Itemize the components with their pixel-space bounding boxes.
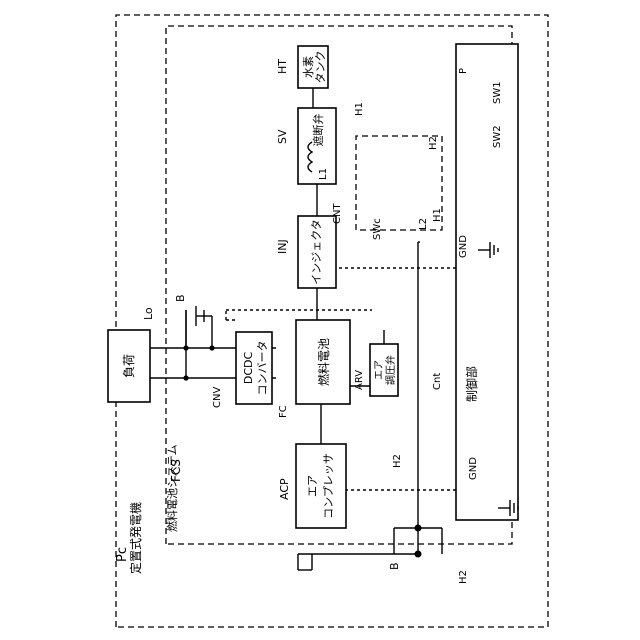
contactor-frame	[356, 136, 442, 230]
fuel-cell-label: 燃料電池	[316, 338, 331, 386]
label-cnt-mid: Cnt	[432, 373, 443, 390]
label-gnd-top: GND	[458, 235, 469, 258]
label-h1-mid: H1	[432, 208, 443, 222]
label-pc-title: 定置式発電機	[128, 502, 143, 574]
label-ht: HT	[276, 59, 289, 74]
air-regulator-label-2: 調圧弁	[384, 355, 397, 385]
label-gnd-bot: GND	[468, 457, 479, 480]
label-acp: ACP	[278, 478, 291, 500]
shutoff-valve-label: 遮断弁	[311, 114, 325, 147]
label-h2-bot: H2	[458, 570, 469, 584]
label-p: P	[458, 68, 469, 74]
air-regulator-label-1: エア	[374, 360, 385, 380]
junction-dot	[183, 375, 188, 380]
label-fc: FC	[278, 405, 289, 418]
load-label: 負荷	[122, 354, 136, 378]
label-cnt-top: CNT	[332, 203, 343, 224]
controller-box	[456, 44, 518, 520]
label-b-top: B	[174, 294, 187, 302]
pipe-joint	[415, 551, 422, 558]
junction-dot	[183, 345, 188, 350]
label-cnv: CNV	[212, 387, 223, 408]
label-sw2: SW2	[492, 125, 503, 148]
label-pc: Pc	[115, 547, 130, 562]
label-arv: ARV	[354, 370, 365, 390]
controller-label: 制御部	[464, 366, 479, 402]
label-h1-top: H1	[354, 102, 365, 116]
label-lo: Lo	[142, 307, 155, 320]
label-swc: SWc	[372, 218, 383, 240]
junction-dot	[209, 345, 214, 350]
label-l1: L1	[318, 168, 329, 180]
label-b-bot: B	[388, 562, 401, 570]
dcdc-label-2: コンバータ	[256, 341, 269, 396]
air-compressor-label-1: エア	[306, 475, 319, 497]
label-sv: SV	[276, 129, 289, 144]
injector-label: インジェクタ	[310, 219, 323, 285]
label-h2-top: H2	[428, 136, 439, 150]
label-sw1: SW1	[492, 81, 503, 104]
label-inj: INJ	[276, 239, 289, 254]
hydrogen-tank-label-2: タンク	[314, 51, 327, 84]
label-l2: L2	[418, 218, 429, 230]
air-compressor-label-2: コンプレッサ	[322, 453, 335, 519]
label-fcs-title: 燃料電池システム	[165, 444, 179, 532]
dcdc-label-1: DCDC	[242, 352, 255, 385]
label-h2-mid: H2	[392, 454, 403, 468]
air-compressor-box	[296, 444, 346, 528]
